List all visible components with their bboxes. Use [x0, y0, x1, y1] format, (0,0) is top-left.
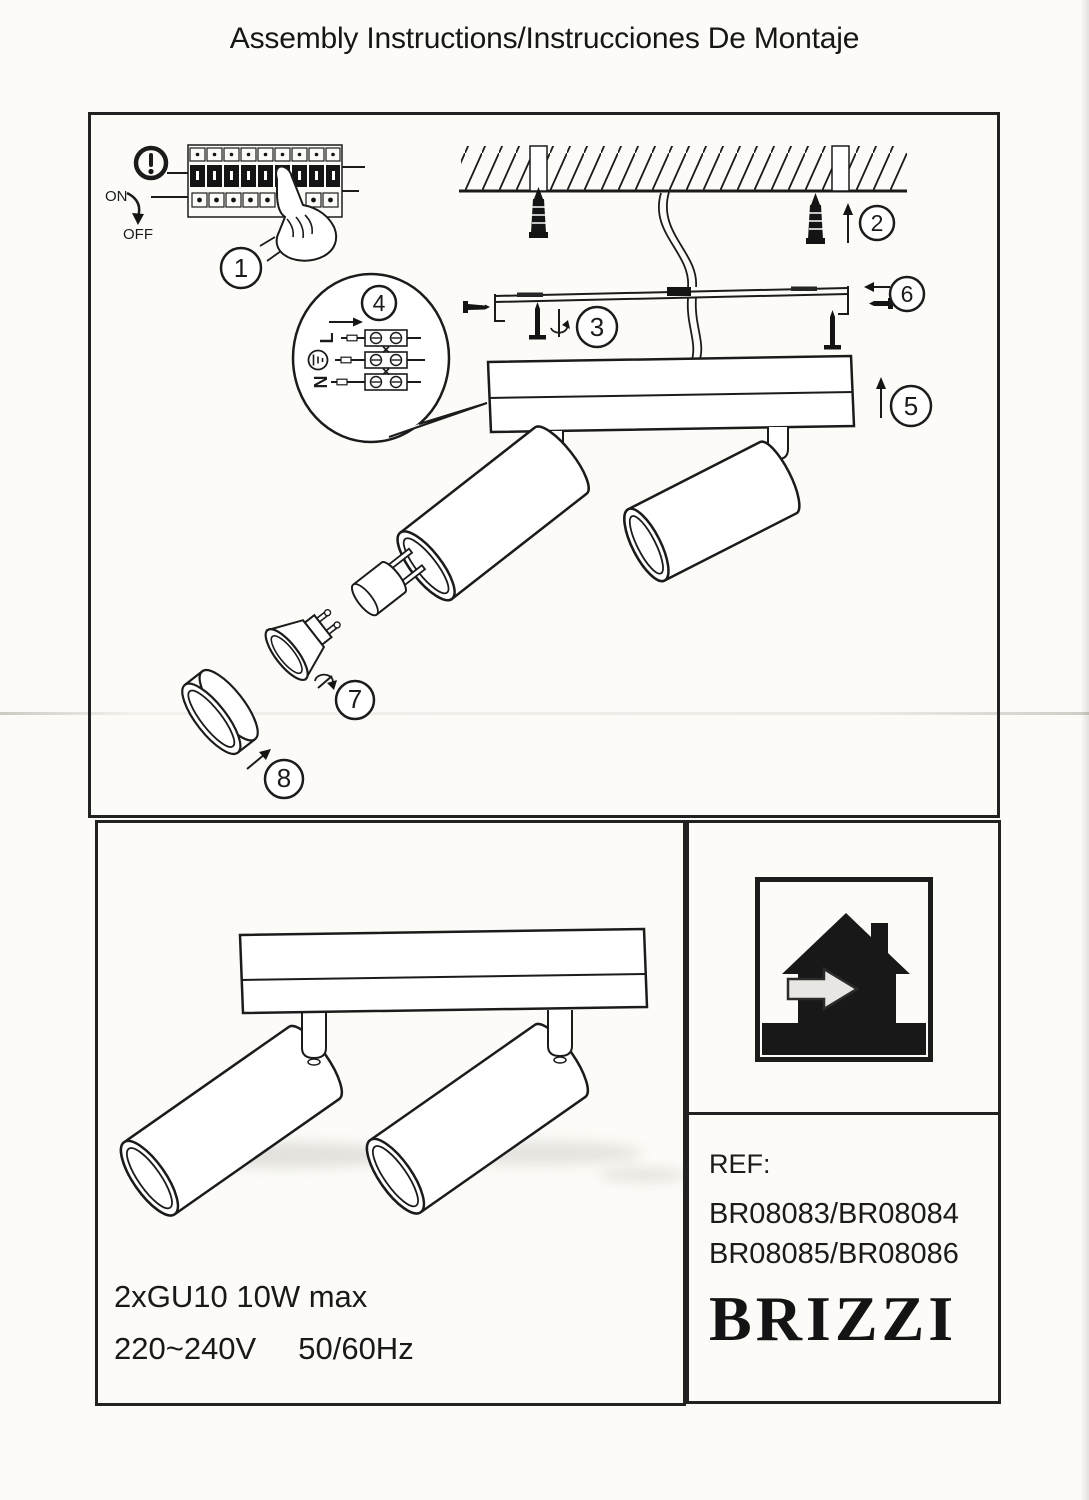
step-1-breaker-group: ON OFF	[105, 144, 365, 290]
assembly-steps-panel: ON OFF	[88, 112, 1000, 818]
paper-crease	[0, 712, 1089, 715]
step-4-badge: 4	[360, 284, 398, 322]
bulb-turn-icon	[314, 673, 337, 690]
terminal-neutral-label: N	[311, 376, 331, 389]
ref-label: REF:	[709, 1149, 771, 1179]
svg-text:4: 4	[373, 290, 386, 316]
power-off-label: OFF	[123, 226, 153, 243]
wall-plug-icon	[529, 187, 548, 238]
step-1-badge: 1	[219, 246, 263, 290]
electrical-specs: 2xGU10 10W max 220~240V 50/60Hz	[114, 1279, 414, 1367]
lamp-spec-label: 2xGU10 10W max	[114, 1279, 368, 1314]
spot-head-right	[623, 440, 801, 583]
breaker-toggles	[190, 165, 340, 187]
reference-block: REF: BR08083/BR08084 BR08085/BR08086 BRI…	[689, 1115, 998, 1356]
power-on-label: ON	[105, 188, 128, 205]
supply-wires	[658, 191, 703, 361]
wall-plug-icon	[806, 193, 825, 244]
page-title: Assembly Instructions/Instrucciones De M…	[229, 22, 860, 55]
step-6-screw-group: 6	[864, 275, 926, 313]
step-2-badge: 2	[858, 204, 896, 242]
screw-icon	[463, 301, 490, 313]
mount-canopy-arrow	[876, 377, 886, 418]
into-house-arrow	[786, 966, 860, 1012]
screw-icon	[529, 302, 546, 340]
warning-exclamation-icon	[133, 145, 169, 181]
frequency-label: 50/60Hz	[298, 1331, 414, 1366]
canopy-bar	[238, 927, 649, 1015]
svg-text:3: 3	[590, 312, 604, 342]
pointing-hand-icon	[259, 165, 338, 262]
svg-text:7: 7	[348, 684, 362, 714]
indoor-use-pictogram-frame	[755, 877, 933, 1062]
fixture-drawing-svg	[119, 927, 683, 1217]
voltage-label: 220~240V	[114, 1331, 257, 1366]
lamp-socket	[351, 547, 427, 617]
trim-ring-icon	[181, 669, 259, 755]
step-3-bracket-group: 3	[463, 286, 849, 350]
model-numbers-line1: BR08083/BR08084	[709, 1198, 959, 1230]
product-panel: 2xGU10 10W max 220~240V 50/60Hz	[95, 820, 686, 1406]
spot-head-right	[365, 1022, 590, 1215]
screw-icon	[824, 310, 841, 350]
scan-edge-shadow	[1080, 0, 1089, 1500]
ring-fit-arrow	[246, 749, 271, 770]
spot-stem	[547, 1010, 573, 1064]
svg-text:8: 8	[277, 763, 291, 793]
svg-text:2: 2	[871, 210, 884, 236]
step-8-badge: 8	[263, 758, 305, 800]
drill-hole	[529, 145, 548, 192]
spot-stem	[301, 1012, 327, 1066]
svg-text:6: 6	[901, 281, 914, 307]
drill-hole	[831, 145, 850, 192]
brand-logo: BRIZZI	[709, 1283, 958, 1354]
indoor-use-section	[689, 823, 998, 1115]
spot-head-left	[119, 1024, 344, 1217]
spot-head-left	[396, 425, 590, 602]
screw-icon	[869, 298, 893, 309]
svg-text:1: 1	[234, 253, 248, 283]
reference-panel: REF: BR08083/BR08084 BR08085/BR08086 BRI…	[686, 820, 1001, 1404]
gu10-bulb-icon	[264, 608, 341, 681]
model-numbers-line2: BR08085/BR08086	[709, 1238, 959, 1270]
step-6-badge: 6	[888, 275, 926, 313]
step-3-badge: 3	[575, 305, 619, 349]
step-4-terminal-balloon: 4 L N	[291, 272, 488, 444]
svg-text:5: 5	[904, 391, 918, 421]
step-7-badge: 7	[334, 679, 376, 721]
insert-plug-arrow	[843, 203, 853, 243]
circuit-breaker-icon	[187, 144, 343, 218]
screw-turn-icon	[550, 309, 570, 337]
assembly-diagram-svg: ON OFF	[105, 144, 933, 800]
step-2-ceiling-group: 2	[459, 145, 907, 244]
terminal-block-icon	[331, 329, 425, 391]
step-5-badge: 5	[889, 384, 933, 428]
house-indoor-icon	[762, 913, 926, 1055]
terminal-live-label: L	[317, 333, 337, 344]
earth-ground-icon	[307, 349, 329, 371]
